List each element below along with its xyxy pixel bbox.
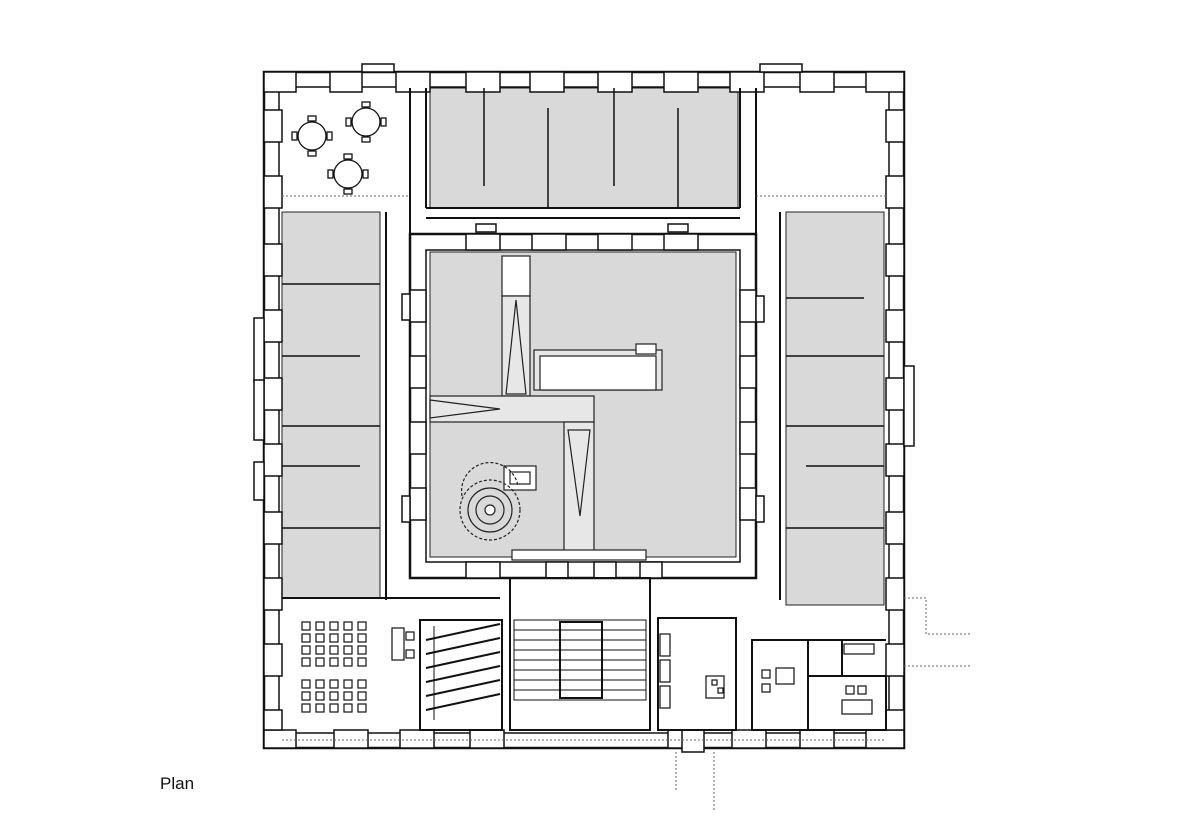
inner-wall-piers <box>401 223 765 579</box>
west-rooms <box>281 211 381 599</box>
south-stair-rooms <box>419 577 887 731</box>
central-hall-elements <box>429 255 663 561</box>
round-tables <box>291 101 387 195</box>
north-partitions <box>483 88 679 208</box>
west-wall-piers <box>253 109 283 731</box>
north-rooms <box>429 87 739 209</box>
south-wall-piers <box>263 729 905 753</box>
corridor-walls <box>282 88 886 641</box>
office-furniture <box>659 633 875 715</box>
plan-caption: Plan <box>160 774 195 793</box>
site-dashed-lines <box>282 195 972 810</box>
west-partitions <box>282 283 380 529</box>
east-partitions <box>786 297 884 529</box>
main-staircase <box>513 619 647 701</box>
stair-treads <box>425 623 501 720</box>
north-wall-piers <box>263 63 905 93</box>
classroom-seating <box>301 621 415 713</box>
east-wall-piers <box>885 109 915 731</box>
east-rooms <box>785 211 885 606</box>
